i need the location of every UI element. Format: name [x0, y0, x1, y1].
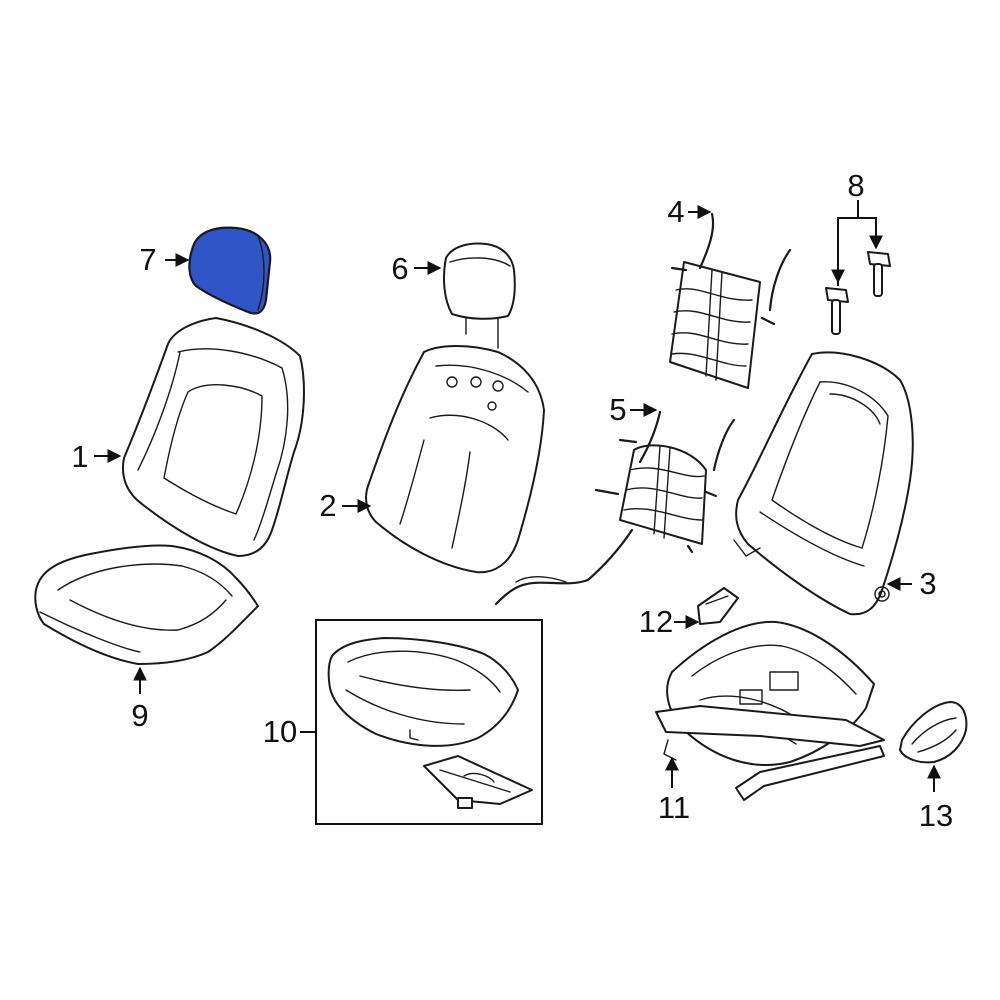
callout-7: 7 [139, 242, 156, 277]
seat-cushion-pad[interactable] [327, 637, 519, 747]
callout-4: 4 [667, 194, 684, 229]
cushion-pad-inset [315, 619, 543, 825]
callout-10: 10 [263, 714, 297, 749]
callout-1: 1 [71, 439, 88, 474]
callout-12: 12 [639, 604, 673, 639]
seat-cushion-cover[interactable] [34, 544, 259, 665]
headrest[interactable] [443, 242, 516, 349]
leader-lines [94, 200, 941, 792]
callout-11: 11 [658, 790, 690, 825]
lumbar-support-upper[interactable] [669, 212, 792, 389]
callout-9: 9 [131, 698, 148, 733]
headrest-cover-highlighted[interactable] [188, 226, 272, 315]
callout-8: 8 [847, 168, 864, 203]
callout-labels: 7 1 2 6 4 5 3 8 12 9 10 11 13 [71, 168, 953, 833]
seat-back-pad[interactable] [365, 345, 545, 574]
cushion-support-plate[interactable] [423, 755, 533, 809]
callout-2: 2 [319, 488, 336, 523]
lumbar-support-lower[interactable] [494, 410, 736, 606]
seat-back-cover[interactable] [122, 317, 305, 557]
callout-5: 5 [609, 392, 626, 427]
bracket[interactable] [697, 587, 739, 625]
seat-adjuster-track[interactable] [655, 620, 885, 801]
callout-3: 3 [919, 566, 936, 601]
seat-back-frame[interactable] [733, 351, 914, 616]
side-trim-cover[interactable] [899, 701, 968, 764]
callout-6: 6 [391, 251, 408, 286]
bolt[interactable] [867, 251, 891, 297]
callout-13: 13 [919, 798, 953, 833]
bolt[interactable] [825, 287, 849, 335]
